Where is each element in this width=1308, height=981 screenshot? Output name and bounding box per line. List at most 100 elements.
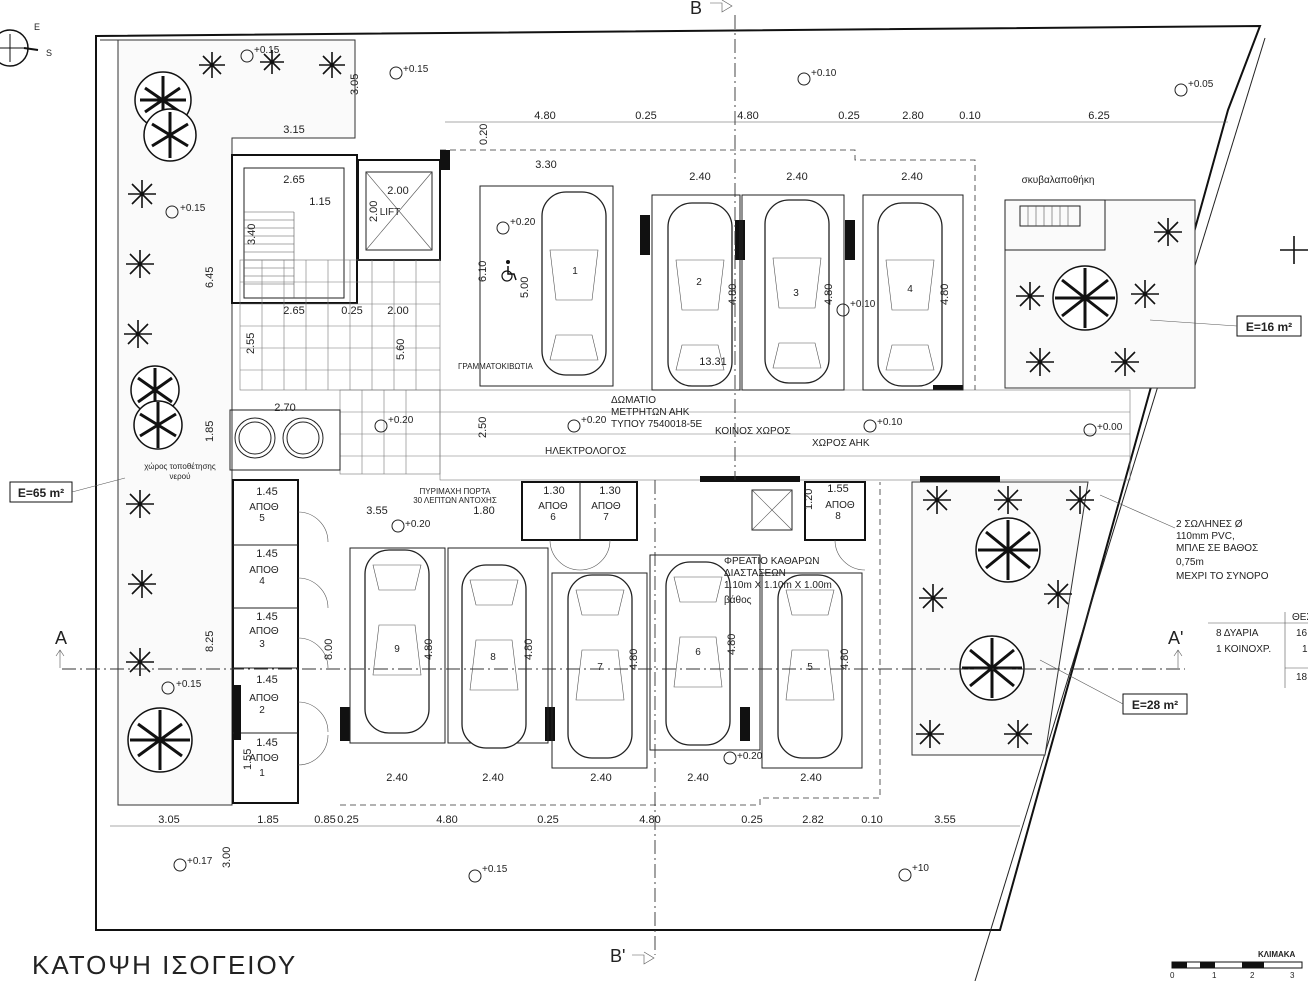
pipes-note: 2 ΣΩΛΗΝΕΣ Ø (1176, 519, 1243, 530)
lobby-tiling (239, 259, 441, 475)
svg-text:E=16 m²: E=16 m² (1246, 320, 1292, 334)
ahk-area-label: ΧΩΡΟΣ ΑΗΚ (812, 438, 870, 449)
svg-text:8.00: 8.00 (323, 639, 335, 660)
svg-text:6.25: 6.25 (1088, 110, 1109, 122)
svg-text:ΑΠΟΘ: ΑΠΟΘ (538, 501, 568, 512)
level-value: +0.10 (811, 68, 837, 79)
svg-text:2.40: 2.40 (482, 772, 503, 784)
svg-text:4.80: 4.80 (737, 110, 758, 122)
svg-text:ΜΠΛΕ ΣΕ ΒΑΘΟΣ: ΜΠΛΕ ΣΕ ΒΑΘΟΣ (1176, 543, 1258, 554)
meter-room-label: ΔΩΜΑΤΙΟ (611, 395, 656, 406)
svg-text:3: 3 (1290, 971, 1295, 980)
car-icon (877, 202, 943, 387)
svg-text:0,75m: 0,75m (1176, 557, 1204, 568)
section-label-b-prime: B' (610, 946, 625, 966)
level-value: +0.20 (405, 519, 431, 530)
parking-number: 5 (807, 662, 813, 673)
water-tank-label: χώρος τοποθέτησης (144, 462, 216, 471)
svg-text:4.80: 4.80 (727, 284, 739, 305)
svg-text:2.00: 2.00 (387, 185, 408, 197)
section-label-a: A (55, 628, 67, 648)
level-value: +0.17 (187, 856, 213, 867)
svg-text:1.15: 1.15 (309, 196, 330, 208)
svg-text:1.85: 1.85 (204, 421, 216, 442)
svg-text:4.80: 4.80 (939, 284, 951, 305)
top-dimensions: 4.80 0.25 4.80 0.25 2.80 0.10 6.25 (534, 110, 1109, 122)
scale-bar: ΚΛΙΜΑΚΑ 0 1 2 3 (1170, 950, 1303, 980)
tree-icon (130, 365, 183, 450)
svg-text:ΑΠΟΘ: ΑΠΟΘ (249, 502, 279, 513)
column (234, 685, 241, 740)
svg-text:2.65: 2.65 (283, 174, 304, 186)
tree-icon (127, 707, 193, 773)
drawing-title: ΚΑΤΟΨΗ ΙΣΟΓΕΙΟΥ (32, 950, 297, 980)
svg-text:4.80: 4.80 (534, 110, 555, 122)
svg-text:2.00: 2.00 (387, 305, 408, 317)
svg-text:1.55: 1.55 (827, 483, 848, 495)
bottom-dimensions: 3.05 1.85 0.85 0.25 4.80 0.25 4.80 0.25 … (158, 814, 955, 826)
svg-text:4.80: 4.80 (523, 639, 535, 660)
svg-text:1.80: 1.80 (473, 505, 494, 517)
section-arrow-icon (55, 649, 65, 668)
parking-number: 9 (394, 644, 400, 655)
svg-text:8 ΔΥΑΡΙΑ: 8 ΔΥΑΡΙΑ (1216, 628, 1259, 639)
svg-text:2.80: 2.80 (902, 110, 923, 122)
svg-text:4.80: 4.80 (628, 649, 640, 670)
svg-text:3.55: 3.55 (366, 505, 387, 517)
level-value: +0.20 (581, 415, 607, 426)
svg-text:0.25: 0.25 (838, 110, 859, 122)
svg-text:νερού: νερού (170, 472, 191, 481)
svg-text:4.80: 4.80 (436, 814, 457, 826)
svg-text:2.40: 2.40 (800, 772, 821, 784)
svg-text:110mm PVC,: 110mm PVC, (1176, 531, 1235, 542)
lift-label: LIFT (380, 207, 401, 218)
level-value: +0.15 (403, 64, 429, 75)
svg-text:16: 16 (1296, 628, 1308, 639)
svg-text:1 ΚΟΙΝΟΧΡ.: 1 ΚΟΙΝΟΧΡ. (1216, 644, 1271, 655)
wheelchair-icon (501, 260, 517, 282)
svg-text:0.25: 0.25 (741, 814, 762, 826)
svg-text:ΚΛΙΜΑΚΑ: ΚΛΙΜΑΚΑ (1258, 950, 1296, 959)
svg-text:3.40: 3.40 (246, 224, 258, 245)
left-garden (100, 39, 356, 806)
svg-text:2.40: 2.40 (687, 772, 708, 784)
svg-text:0.20: 0.20 (478, 124, 490, 145)
svg-text:8.25: 8.25 (204, 631, 216, 652)
svg-text:βάθος: βάθος (724, 594, 752, 606)
svg-text:1.85: 1.85 (257, 814, 278, 826)
area-tag: E=16 m² (1149, 315, 1302, 337)
parking-number: 2 (696, 277, 702, 288)
svg-text:2.40: 2.40 (901, 171, 922, 183)
level-value: +0.10 (850, 299, 876, 310)
stair-treads (244, 211, 295, 298)
svg-text:ΔΙΑΣΤΑΣΕΩΝ: ΔΙΑΣΤΑΣΕΩΝ (724, 568, 786, 579)
parking-number: 3 (793, 288, 799, 299)
svg-text:1.45: 1.45 (256, 611, 277, 623)
storage-block (232, 479, 866, 804)
svg-text:0.85: 0.85 (314, 814, 335, 826)
svg-text:13.31: 13.31 (699, 356, 727, 368)
garbage-bins (1004, 199, 1106, 251)
svg-text:5: 5 (259, 513, 265, 524)
level-value: +0.20 (737, 751, 763, 762)
shrub-icons (124, 50, 1308, 748)
manhole-icon (751, 489, 793, 531)
svg-text:1: 1 (259, 768, 265, 779)
fire-door-label: ΠΥΡΙΜΑΧΗ ΠΟΡΤΑ (420, 487, 492, 496)
car-icon (364, 549, 430, 734)
svg-text:1.55: 1.55 (242, 749, 254, 770)
common-area-label: ΚΟΙΝΟΣ ΧΩΡΟΣ (715, 426, 791, 437)
svg-text:8: 8 (835, 511, 841, 522)
svg-text:2.40: 2.40 (689, 171, 710, 183)
svg-text:4.80: 4.80 (423, 639, 435, 660)
svg-text:5.00: 5.00 (519, 277, 531, 298)
svg-text:0.25: 0.25 (537, 814, 558, 826)
svg-text:4: 4 (259, 576, 265, 587)
svg-text:4.80: 4.80 (726, 634, 738, 655)
compass-icon: E S (0, 22, 52, 67)
neighbor-boundary (974, 37, 1266, 981)
parking-number: 1 (572, 266, 578, 277)
svg-text:ΜΕΤΡΗΤΩΝ ΑΗΚ: ΜΕΤΡΗΤΩΝ ΑΗΚ (611, 407, 690, 418)
svg-text:ΑΠΟΘ: ΑΠΟΘ (249, 565, 279, 576)
svg-text:2.50: 2.50 (477, 417, 489, 438)
